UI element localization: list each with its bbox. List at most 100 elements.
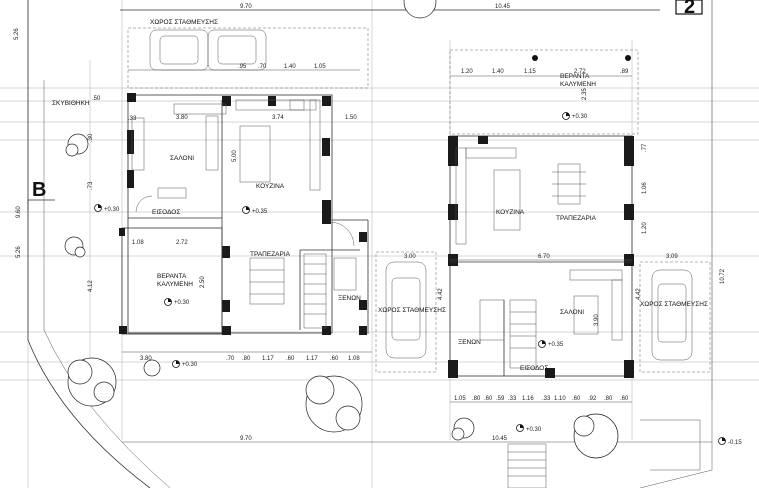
lh-dim-bottom-4: 1.17 — [262, 356, 274, 362]
rh-parking-left-label: ΧΩΡΟΣ ΣΤΑΘΜΕΥΣΗΣ — [378, 307, 446, 314]
dining-table-icon — [552, 163, 586, 205]
rh-dim-parking-left: 3.00 — [404, 254, 416, 260]
rh-dim-bottom-4: .59 — [496, 396, 505, 402]
lh-entrance-label: ΕΙΣΟΔΟΣ — [152, 209, 180, 216]
level-marker-icon — [242, 206, 250, 214]
tree-icon — [573, 413, 619, 459]
lh-dim-bottom-7: .60 — [330, 356, 339, 362]
lh-dim-bottom-5: .60 — [286, 356, 295, 362]
level-marker-icon — [718, 437, 726, 445]
rh-dim-small-1-20: 1.20 — [642, 222, 648, 234]
rh-dim-bottom-7: .33 — [542, 396, 551, 402]
lh-level-main: +0.35 — [252, 209, 268, 215]
rh-dim-bottom-5: .33 — [508, 396, 517, 402]
rh-dim-small-77: .77 — [642, 143, 648, 152]
rh-dim-bottom-12: .60 — [620, 396, 629, 402]
lh-dim-bottom-3: .80 — [242, 356, 251, 362]
lh-dim-small-33: .33 — [128, 116, 137, 122]
site-corner-lines — [640, 419, 701, 471]
lh-dim-row2-3: 1.50 — [345, 115, 357, 121]
lh-dim-small-30: .30 — [88, 133, 94, 142]
lh-dim-side-left-lower: 5.26 — [16, 246, 22, 258]
lh-kitchen-label: ΚΟΥΖΙΝΑ — [256, 183, 285, 190]
lh-storage-label: ΣΚΥΒΙΘΗΚΗ — [52, 100, 90, 107]
rh-dim-left-side: 4.42 — [438, 288, 444, 300]
rh-dim-small-3-90: 3.90 — [594, 314, 600, 326]
tree-icon — [65, 133, 89, 157]
lh-dim-side-left: 9.60 — [16, 206, 22, 218]
paving-hatch — [507, 443, 547, 488]
rh-dim-top-2: 1.40 — [492, 69, 504, 75]
level-marker-icon — [538, 340, 546, 348]
staircase-icon — [303, 253, 357, 329]
rh-veranda-label-1: ΒΕΡΑΝΤΑ — [560, 73, 590, 80]
rh-dim-top-1: 1.20 — [461, 69, 473, 75]
staircase-icon — [479, 299, 537, 369]
rh-level-veranda: +0.30 — [572, 114, 588, 120]
rh-dim-bottom-1: 1.05 — [454, 396, 466, 402]
level-marker-icon — [562, 112, 570, 120]
car-icon — [149, 29, 209, 71]
rh-parking-right-label: ΧΩΡΟΣ ΣΤΑΘΜΕΥΣΗΣ — [640, 301, 708, 308]
rh-dim-top-4: 2.72 — [574, 69, 586, 75]
lh-guest-label: ΞΕΝΩΝ — [338, 295, 361, 302]
lh-dim-row2-1: 3.80 — [176, 115, 188, 121]
middle-parking: ΧΩΡΟΣ ΣΤΑΘΜΕΥΣΗΣ — [375, 251, 446, 373]
kitchen-counter-icon — [235, 99, 321, 191]
lh-living-label: ΣΑΛΟΝΙ — [170, 155, 194, 162]
tree-icon — [403, 0, 437, 19]
lh-dim-top-3: 1.40 — [284, 64, 296, 70]
rh-dim-parking-right: 3.09 — [666, 254, 678, 260]
sofa-icon — [569, 269, 623, 341]
rh-level-ground: -0.15 — [728, 440, 742, 446]
lh-dim-top-1: .95 — [238, 64, 247, 70]
level-marker-icon — [164, 298, 172, 306]
lh-dim-bottom-6: 1.17 — [306, 356, 318, 362]
rh-dim-right-total: 10.72 — [720, 268, 726, 284]
site-boundary-curve-inner — [43, 80, 171, 488]
lh-level-front: +0.30 — [182, 362, 198, 368]
site-boundary-right — [639, 0, 713, 488]
lh-dim-left-lower: 4.12 — [88, 280, 94, 292]
rh-kitchen-label: ΚΟΥΖΙΝΑ — [496, 209, 525, 216]
dim-top-left: 9.70 — [240, 4, 252, 10]
rh-guest-label: ΞΕΝΩΝ — [458, 339, 481, 346]
rh-dim-bottom-total: 10.45 — [492, 436, 508, 442]
tree-icon — [305, 375, 363, 433]
rh-dining-label: ΤΡΑΠΕΖΑΡΙΑ — [556, 215, 597, 222]
rh-dim-right-side: 4.42 — [636, 288, 642, 300]
lh-veranda-label-2: ΚΑΛΥΜΕΝΗ — [157, 281, 193, 288]
sofa-icon — [131, 103, 227, 199]
right-house: ΒΕΡΑΝΤΑ ΚΑΛΥΜΕΝΗ +0.30 2.35 1.20 1.40 1.… — [372, 49, 742, 446]
rh-living-label: ΣΑΛΟΝΙ — [560, 309, 584, 316]
section-marker: B — [27, 179, 55, 210]
car-icon — [385, 261, 427, 359]
lh-dining-label: ΤΡΑΠΕΖΑΡΙΑ — [250, 251, 291, 258]
rh-veranda-label-2: ΚΑΛΥΜΕΝΗ — [560, 81, 596, 88]
lh-parking-label: ΧΩΡΟΣ ΣΤΑΘΜΕΥΣΗΣ — [150, 19, 218, 26]
tree-icon — [451, 417, 475, 441]
lh-level-veranda: +0.30 — [174, 300, 190, 306]
rh-dim-top-3: 1.15 — [524, 69, 536, 75]
kitchen-counter-icon — [455, 147, 521, 245]
lh-dim-front-left: 1.08 — [132, 240, 144, 246]
lh-dim-kitchen: 5.00 — [232, 150, 238, 162]
rh-dim-bottom-9: .60 — [572, 396, 581, 402]
rh-dim-bottom-2: .80 — [472, 396, 481, 402]
lh-dim-top-2: .70 — [258, 64, 267, 70]
rh-level-front: +0.30 — [526, 427, 542, 433]
dim-top-overall: 10.45 — [495, 4, 511, 10]
lh-dim-bottom-total: 9.70 — [240, 436, 252, 442]
rh-dim-bottom-3: .60 — [484, 396, 493, 402]
lh-dim-bottom-1: 3.80 — [140, 356, 152, 362]
rh-entrance-label: ΕΙΣΟΔΟΣ — [520, 365, 548, 372]
level-marker-icon — [172, 360, 180, 368]
lh-dim-front-mid: 2.72 — [176, 240, 188, 246]
sheet-number: 2 — [684, 0, 695, 18]
tree-icon — [67, 357, 117, 407]
section-marker-letter: B — [32, 179, 46, 201]
rh-dim-mid: 6.70 — [538, 254, 550, 260]
rh-dim-bottom-8: 1.10 — [554, 396, 566, 402]
dining-table-icon — [249, 257, 285, 305]
level-marker-icon — [516, 424, 524, 432]
